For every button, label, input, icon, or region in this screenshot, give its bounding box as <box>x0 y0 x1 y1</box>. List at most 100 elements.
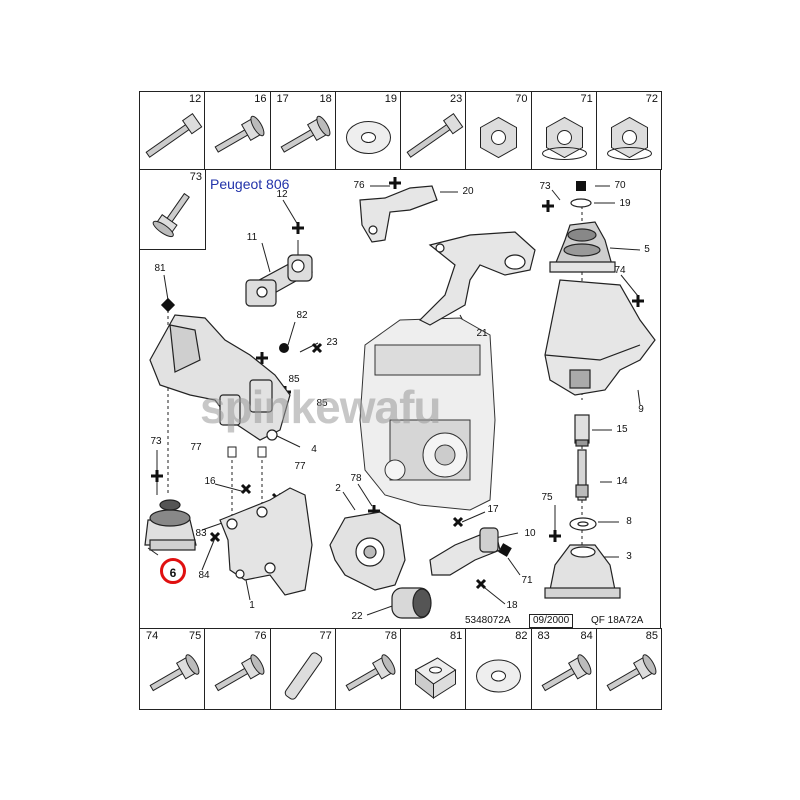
fastener-cell-81: 81 <box>400 628 467 710</box>
nut-markers <box>160 181 586 557</box>
fastener-cell-72: 72 <box>595 91 662 170</box>
callout-2: 2 <box>335 483 341 494</box>
part-number: 19 <box>384 93 397 105</box>
part-5-rubber-mount <box>549 221 616 273</box>
fastener-cell-12: 12 <box>139 91 206 170</box>
callout-81: 81 <box>154 263 166 274</box>
callout-12: 12 <box>276 189 288 200</box>
part-number: 17 <box>276 93 289 105</box>
leader-line-9 <box>637 389 641 406</box>
callout-19: 19 <box>619 198 631 209</box>
hex-bolt-icon <box>541 654 591 692</box>
washer-icon <box>476 659 522 693</box>
callout-84: 84 <box>198 570 210 581</box>
callout-85: 85 <box>288 374 300 385</box>
callout-3: 3 <box>626 551 632 562</box>
callout-76: 76 <box>353 180 365 191</box>
leader-line-74 <box>620 274 639 297</box>
part-21-bracket <box>418 231 536 326</box>
diagram-title: Peugeot 806 <box>210 176 290 192</box>
flange-bolt-icon <box>149 654 200 692</box>
flange-bolt-icon <box>345 654 396 692</box>
callout-78: 78 <box>350 473 362 484</box>
flange-bolt-icon <box>606 654 657 692</box>
fastener-cell-82: 82 <box>465 628 532 710</box>
leader-line-22 <box>366 604 396 616</box>
part-number: 77 <box>319 630 332 642</box>
callout-74: 74 <box>614 265 626 276</box>
callout-82: 82 <box>296 310 308 321</box>
long-screw-icon <box>406 113 464 158</box>
leader-line-2 <box>342 491 356 511</box>
part-14-stud <box>575 449 589 501</box>
leader-line-84 <box>201 537 216 571</box>
callout-75: 75 <box>541 492 553 503</box>
callout-9: 9 <box>638 404 644 415</box>
part-3-mount <box>544 544 621 599</box>
fastener-cell-73: 73 <box>139 169 206 250</box>
callout-23: 23 <box>326 337 338 348</box>
callout-16: 16 <box>204 476 216 487</box>
part-6-rubber-mount <box>144 499 197 551</box>
fastener-cell-70: 70 <box>465 91 532 170</box>
leader-line-71 <box>507 557 521 576</box>
callout-22: 22 <box>351 611 363 622</box>
flange-bolt-icon <box>152 192 190 238</box>
callout-10: 10 <box>524 528 536 539</box>
part-1-bracket <box>219 487 313 596</box>
part-2-mount <box>329 511 406 591</box>
fastener-cell-71: 71 <box>530 91 597 170</box>
part-number: 78 <box>384 630 397 642</box>
highlight-circle <box>160 558 186 584</box>
reference-date: 09/2000 <box>529 614 574 628</box>
engine-block <box>359 317 496 511</box>
leader-line-12 <box>282 199 299 226</box>
flange-nut-icon <box>541 116 587 160</box>
callout-73: 73 <box>150 436 162 447</box>
callout-70: 70 <box>614 180 626 191</box>
fastener-cell-16: 16 <box>204 91 271 170</box>
callout-77: 77 <box>190 442 202 453</box>
part-number: 85 <box>645 630 658 642</box>
fastener-cell-76: 76 <box>204 628 271 710</box>
flange-bolt-icon <box>280 115 330 153</box>
part-number: 72 <box>645 93 658 105</box>
flange-nut-icon <box>606 116 652 160</box>
callout-21: 21 <box>476 328 488 339</box>
callout-18: 18 <box>506 600 518 611</box>
leader-line-17 <box>461 511 486 523</box>
callout-20: 20 <box>462 186 474 197</box>
hex-nut-icon <box>480 116 518 159</box>
square-nut-icon <box>414 657 457 700</box>
part-number: 81 <box>450 630 463 642</box>
reference-code: 5348072A <box>465 615 511 626</box>
part-11-torque-rod <box>245 254 313 307</box>
part-22-bush <box>391 587 432 619</box>
part-number: 70 <box>515 93 528 105</box>
part-number: 73 <box>189 171 202 183</box>
fastener-cell-78: 78 <box>334 628 401 710</box>
fastener-cell-77: 77 <box>269 628 336 710</box>
part-number: 12 <box>189 93 202 105</box>
diagram-frame <box>139 169 661 629</box>
part-8-washer <box>569 517 597 531</box>
part-number: 16 <box>254 93 267 105</box>
fastener-cell-85: 85 <box>595 628 662 710</box>
flange-bolt-icon <box>214 654 265 692</box>
callout-4: 4 <box>311 444 317 455</box>
part-20-bracket <box>359 185 438 243</box>
callout-83: 83 <box>195 528 207 539</box>
part-number: 83 <box>537 630 550 642</box>
leader-line-82 <box>287 321 296 346</box>
long-bolt-icon <box>145 113 203 158</box>
part-19-washer <box>570 198 592 208</box>
stud-icon <box>284 652 322 700</box>
part-4-bracket <box>149 314 291 441</box>
callout-85: 85 <box>316 398 328 409</box>
washer-icon <box>345 121 391 154</box>
watermark: spinkewafu <box>200 381 442 433</box>
leader-line-5 <box>609 247 641 251</box>
leader-line-73b <box>551 189 561 201</box>
